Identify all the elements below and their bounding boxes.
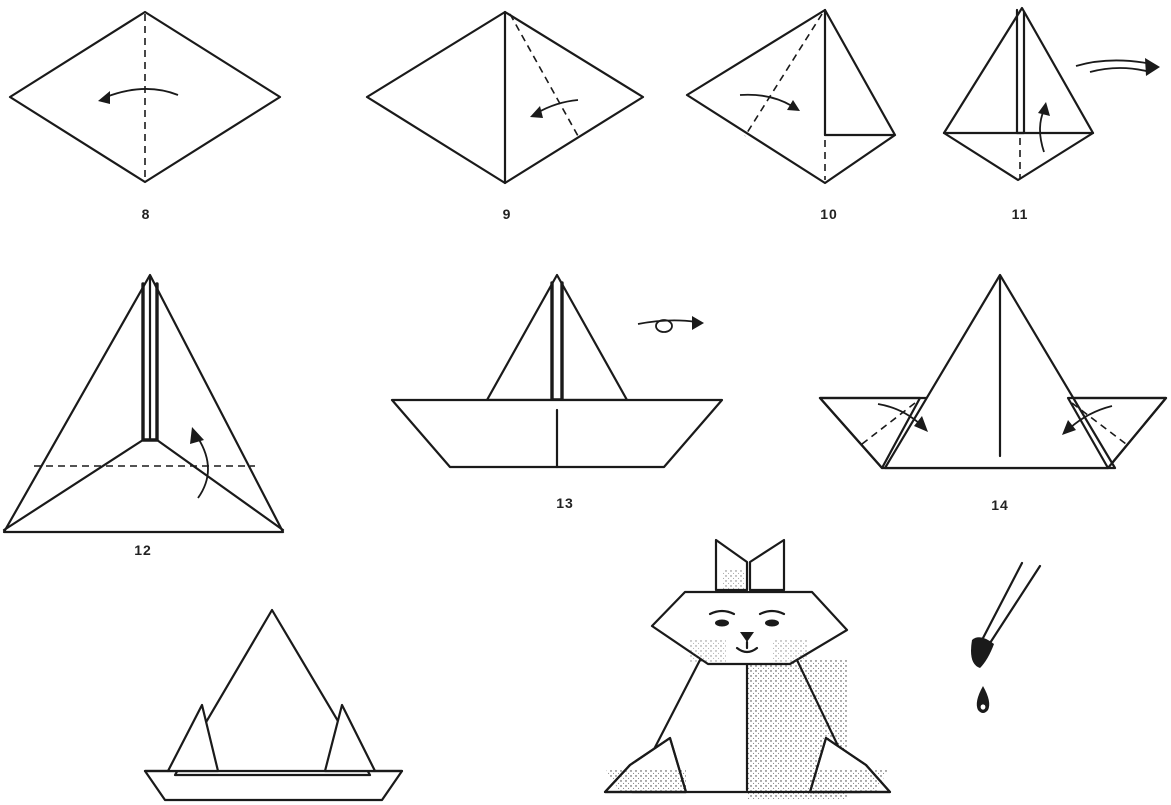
step-12-label: 12 — [134, 542, 152, 558]
step-15-figure — [145, 610, 402, 800]
step-8-figure — [10, 12, 280, 182]
step-10-figure — [687, 10, 895, 183]
brush-icon — [971, 563, 1040, 668]
fold-arrow-icon — [190, 427, 208, 498]
step-13-figure — [392, 275, 722, 467]
bunny-head — [652, 592, 847, 664]
turn-over-icon — [1076, 58, 1160, 76]
fold-arrow-icon — [1038, 102, 1050, 152]
step-8-label: 8 — [142, 206, 151, 222]
step-11-label: 11 — [1012, 206, 1029, 222]
step-14-figure — [820, 275, 1166, 468]
bunny-ears — [716, 540, 784, 590]
fold-arrow-icon — [740, 95, 800, 111]
step-10-label: 10 — [820, 206, 838, 222]
step-14-label: 14 — [991, 497, 1009, 513]
fold-arrow-icon — [530, 100, 578, 118]
turn-over-icon — [638, 316, 704, 332]
step-13-label: 13 — [556, 495, 574, 511]
finished-bunny-figure — [605, 540, 890, 800]
paint-drop-icon — [977, 686, 989, 713]
bunny-left-paw — [605, 738, 686, 792]
step-11-figure — [944, 8, 1160, 180]
fold-arrow-icon — [98, 89, 178, 104]
step-12-figure — [4, 275, 283, 532]
step-9-label: 9 — [503, 206, 512, 222]
step-9-figure — [367, 12, 643, 183]
